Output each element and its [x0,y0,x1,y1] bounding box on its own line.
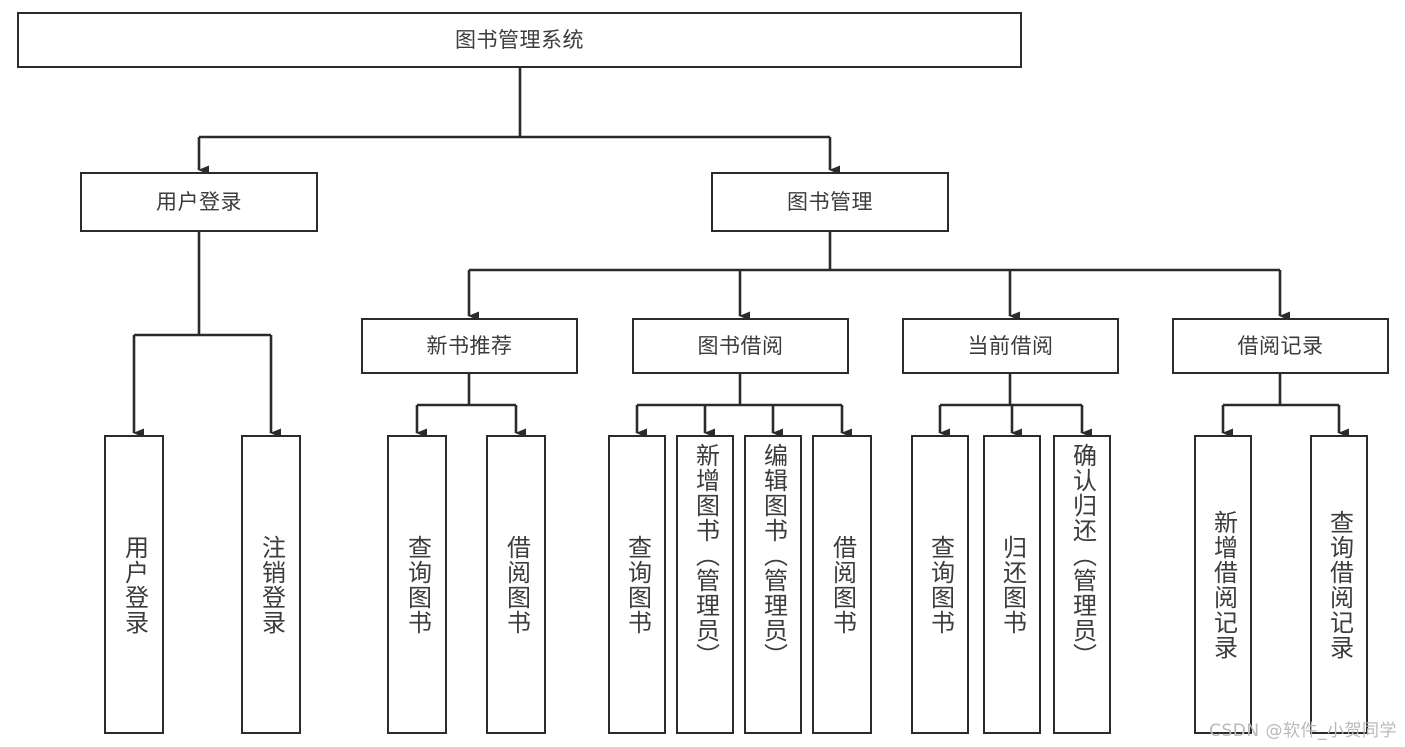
node-level2-0[interactable]: 用户登录 [80,172,318,232]
node-root-system[interactable]: 图书管理系统 [17,12,1022,68]
node-leaf-3[interactable]: 借阅图书 [486,435,546,734]
node-leaf-8-label: 查询图书 [926,534,955,635]
node-leaf-7-label: 借阅图书 [828,534,857,635]
node-level3-2[interactable]: 当前借阅 [902,318,1119,374]
node-leaf-12[interactable]: 查询借阅记录 [1310,435,1368,734]
node-leaf-9[interactable]: 归还图书 [983,435,1041,734]
node-leaf-0-label: 用户登录 [120,534,149,635]
node-level3-0-label: 新书推荐 [426,333,513,358]
node-level3-1[interactable]: 图书借阅 [632,318,849,374]
node-level3-3-label: 借阅记录 [1237,333,1324,358]
node-leaf-0[interactable]: 用户登录 [104,435,164,734]
node-leaf-1-label: 注销登录 [257,534,286,635]
node-level2-0-label: 用户登录 [156,189,242,214]
node-level2-1[interactable]: 图书管理 [711,172,949,232]
node-leaf-7[interactable]: 借阅图书 [812,435,872,734]
node-leaf-12-label: 查询借阅记录 [1325,509,1354,660]
node-leaf-5-label: 新增图书（管理员） [691,443,720,668]
node-leaf-2-label: 查询图书 [403,534,432,635]
node-level2-1-label: 图书管理 [787,189,873,214]
node-level3-2-label: 当前借阅 [967,333,1054,358]
node-leaf-3-label: 借阅图书 [502,534,531,635]
node-leaf-11[interactable]: 新增借阅记录 [1194,435,1252,734]
node-level3-3[interactable]: 借阅记录 [1172,318,1389,374]
node-leaf-6-label: 编辑图书（管理员） [759,443,788,668]
node-leaf-11-label: 新增借阅记录 [1209,509,1238,660]
node-level3-0[interactable]: 新书推荐 [361,318,578,374]
node-leaf-2[interactable]: 查询图书 [387,435,447,734]
node-leaf-9-label: 归还图书 [998,534,1027,635]
node-leaf-4[interactable]: 查询图书 [608,435,666,734]
node-leaf-1[interactable]: 注销登录 [241,435,301,734]
node-leaf-6[interactable]: 编辑图书（管理员） [744,435,802,734]
node-leaf-10-label: 确认归还（管理员） [1068,443,1097,668]
node-level3-1-label: 图书借阅 [697,333,784,358]
node-leaf-8[interactable]: 查询图书 [911,435,969,734]
node-root-system-label: 图书管理系统 [455,27,584,52]
node-leaf-5[interactable]: 新增图书（管理员） [676,435,734,734]
node-leaf-10[interactable]: 确认归还（管理员） [1053,435,1111,734]
node-leaf-4-label: 查询图书 [623,534,652,635]
csdn-watermark: CSDN @软件_小贺同学 [1209,721,1397,741]
